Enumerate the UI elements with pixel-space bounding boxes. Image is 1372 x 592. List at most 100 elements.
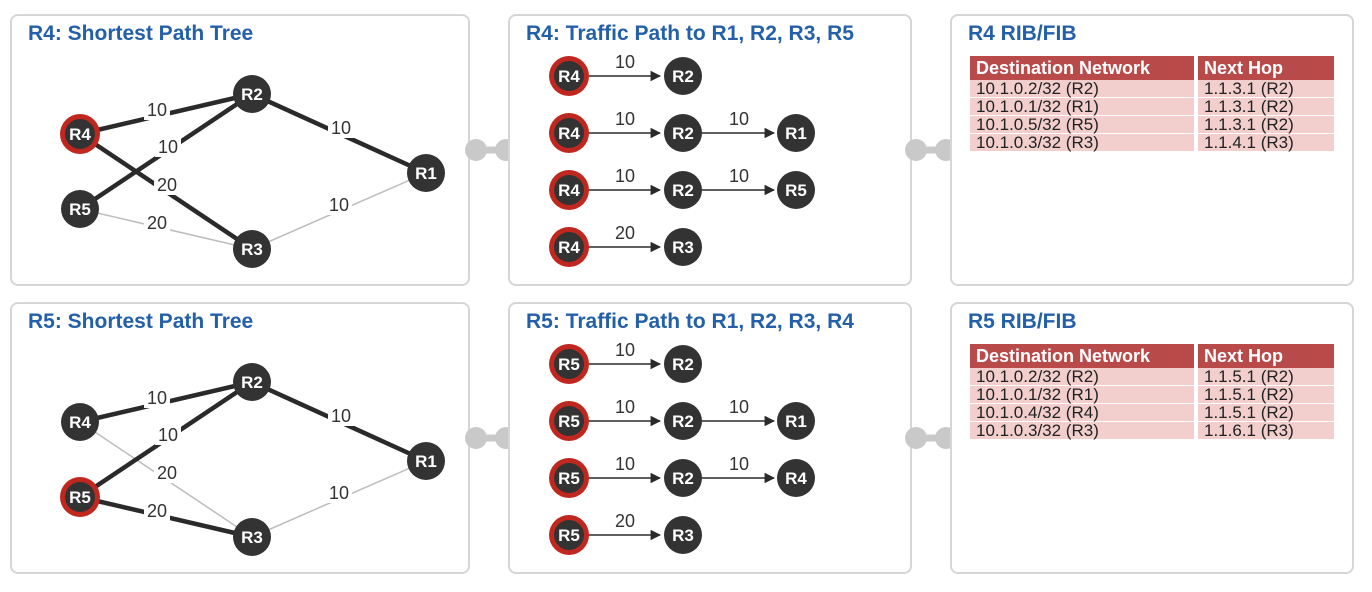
router-node-r3: R3 <box>664 516 702 554</box>
edge-weight-label: 20 <box>157 175 177 195</box>
node-label: R3 <box>241 528 263 547</box>
node-circle <box>407 154 445 192</box>
node-label: R3 <box>241 240 263 259</box>
next-hop-cell: 1.1.5.1 (R2) <box>1198 368 1334 386</box>
node-label: R4 <box>69 125 91 144</box>
node-label: R1 <box>415 164 437 183</box>
edge-label-bg <box>144 214 170 233</box>
spt-title: R4: Shortest Path Tree <box>28 22 254 45</box>
router-node-r5: R5 <box>549 515 589 555</box>
node-label: R1 <box>785 412 807 431</box>
node-circle <box>664 228 702 266</box>
node-circle <box>664 402 702 440</box>
node-label: R4 <box>558 238 580 257</box>
table-row: 10.1.0.3/32 (R3)1.1.4.1 (R3) <box>970 134 1334 152</box>
edge-weight-label: 10 <box>329 195 349 215</box>
node-circle <box>65 482 95 512</box>
router-node-r4: R4 <box>549 170 589 210</box>
router-node-r2: R2 <box>664 345 702 383</box>
node-circle <box>61 190 99 228</box>
node-circle <box>664 171 702 209</box>
node-circle <box>554 175 584 205</box>
table-row: 10.1.0.2/32 (R2)1.1.3.1 (R2) <box>970 80 1334 98</box>
node-label: R2 <box>241 85 263 104</box>
column-header: Destination Network <box>970 56 1198 80</box>
router-node-r4: R4 <box>777 459 815 497</box>
destination-cell: 10.1.0.2/32 (R2) <box>970 80 1198 98</box>
node-label: R4 <box>558 181 580 200</box>
router-node-r2: R2 <box>664 57 702 95</box>
node-label: R5 <box>558 526 580 545</box>
edge-label-bg <box>326 196 352 215</box>
edge-label-bg <box>144 389 170 408</box>
edge-weight-label: 10 <box>331 406 351 426</box>
destination-cell: 10.1.0.2/32 (R2) <box>970 368 1198 386</box>
next-hop-cell: 1.1.4.1 (R3) <box>1198 134 1334 152</box>
node-label: R1 <box>415 452 437 471</box>
edge-weight-label: 10 <box>147 388 167 408</box>
node-circle <box>777 459 815 497</box>
path-weight-label: 10 <box>615 109 635 129</box>
node-circle <box>554 61 584 91</box>
router-node-r2: R2 <box>664 114 702 152</box>
edge-weight-label: 20 <box>147 213 167 233</box>
next-hop-cell: 1.1.3.1 (R2) <box>1198 98 1334 116</box>
router-node-r3: R3 <box>233 230 271 268</box>
path-weight-label: 10 <box>729 454 749 474</box>
node-circle <box>407 442 445 480</box>
spt-title: R5: Shortest Path Tree <box>28 310 254 333</box>
connector-icon <box>905 139 957 161</box>
rib-title: R4 RIB/FIB <box>968 22 1077 45</box>
traffic-title: R5: Traffic Path to R1, R2, R3, R4 <box>526 310 854 333</box>
edge-weight-label: 10 <box>158 137 178 157</box>
edge-label-bg <box>328 407 354 426</box>
node-label: R5 <box>69 488 91 507</box>
node-label: R1 <box>785 124 807 143</box>
node-circle <box>233 518 271 556</box>
path-weight-label: 10 <box>729 397 749 417</box>
node-circle <box>554 463 584 493</box>
node-label: R5 <box>69 200 91 219</box>
node-label: R2 <box>672 412 694 431</box>
router-node-r5: R5 <box>549 344 589 384</box>
router-node-r5: R5 <box>549 458 589 498</box>
destination-cell: 10.1.0.3/32 (R3) <box>970 422 1198 440</box>
node-label: R2 <box>241 373 263 392</box>
router-node-r4: R4 <box>549 227 589 267</box>
table-row: 10.1.0.1/32 (R1)1.1.5.1 (R2) <box>970 386 1334 404</box>
node-label: R4 <box>69 413 91 432</box>
node-circle <box>777 114 815 152</box>
node-circle <box>554 406 584 436</box>
node-label: R4 <box>785 469 807 488</box>
edge-label-bg <box>154 464 180 483</box>
router-node-r4: R4 <box>60 114 100 154</box>
router-node-r1: R1 <box>407 154 445 192</box>
router-node-r4: R4 <box>549 113 589 153</box>
node-label: R5 <box>558 469 580 488</box>
edge-label-bg <box>326 484 352 503</box>
column-header: Next Hop <box>1198 56 1334 80</box>
table-row: 10.1.0.1/32 (R1)1.1.3.1 (R2) <box>970 98 1334 116</box>
node-label: R4 <box>558 124 580 143</box>
node-label: R2 <box>672 181 694 200</box>
node-circle <box>664 57 702 95</box>
router-node-r2: R2 <box>664 402 702 440</box>
destination-cell: 10.1.0.1/32 (R1) <box>970 386 1198 404</box>
router-node-r2: R2 <box>233 363 271 401</box>
node-circle <box>233 230 271 268</box>
column-header: Next Hop <box>1198 344 1334 368</box>
node-label: R5 <box>558 355 580 374</box>
next-hop-cell: 1.1.5.1 (R2) <box>1198 404 1334 422</box>
router-node-r2: R2 <box>664 171 702 209</box>
router-node-r5: R5 <box>549 401 589 441</box>
edge-weight-label: 10 <box>158 425 178 445</box>
